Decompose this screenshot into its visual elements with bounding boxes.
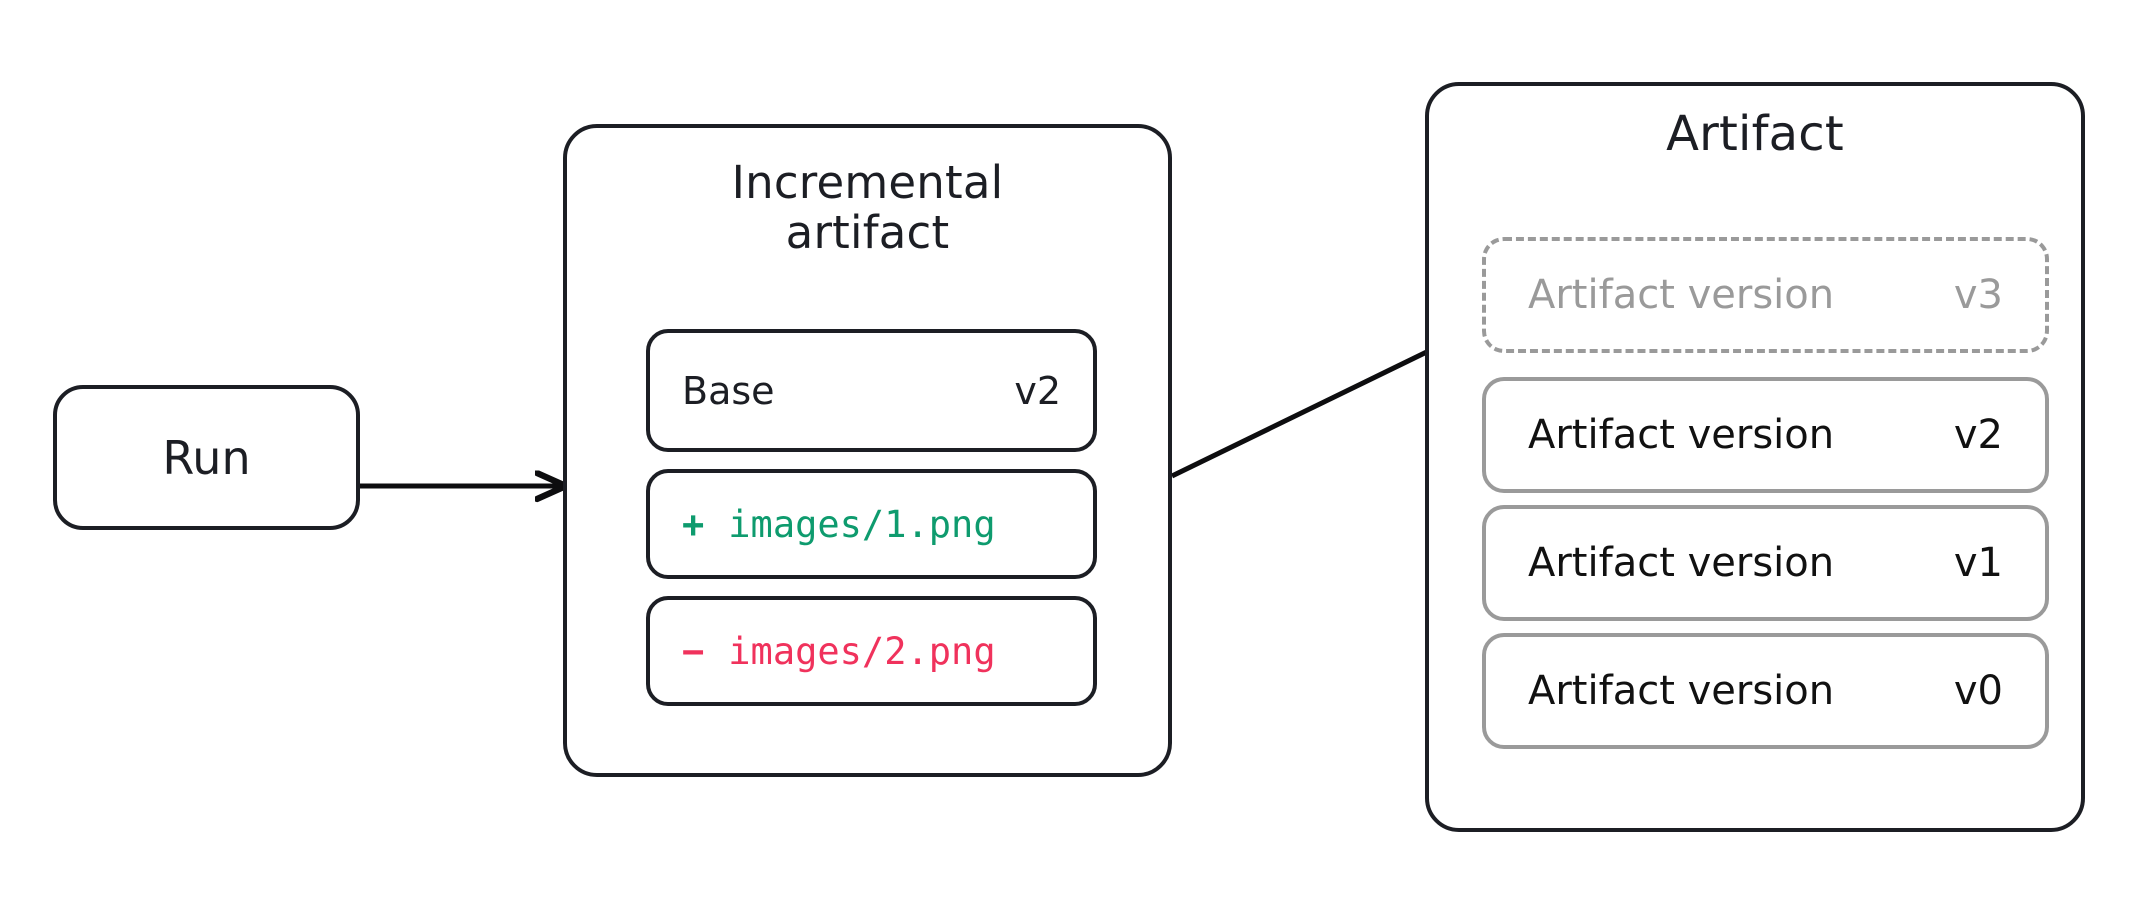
incremental-artifact-node[interactable]: Incremental artifact Base v2 + images/1.… (563, 124, 1172, 777)
artifact-version-row-v2[interactable]: Artifact version v2 (1482, 377, 2049, 493)
artifact-version-list: Artifact version v3 Artifact version v2 … (1482, 237, 2049, 761)
artifact-version-row-v2-version: v2 (1953, 412, 2003, 458)
diff-row-added-path: images/1.png (728, 502, 996, 546)
artifact-version-row-v1-name: Artifact version (1528, 540, 1835, 586)
artifact-version-row-v3-name: Artifact version (1528, 272, 1835, 318)
diff-row-removed-path: images/2.png (728, 629, 996, 673)
diff-row-base-version: v2 (1014, 368, 1061, 413)
artifact-version-row-v0[interactable]: Artifact version v0 (1482, 633, 2049, 749)
diff-row-added-sign: + (682, 503, 704, 546)
diff-row-removed-sign: − (682, 630, 704, 673)
artifact-version-row-v3-version: v3 (1953, 272, 2003, 318)
artifact-version-row-v0-name: Artifact version (1528, 668, 1835, 714)
plus-icon: + (682, 502, 705, 546)
minus-icon: − (682, 629, 705, 673)
artifact-title: Artifact (1666, 106, 1844, 162)
incremental-diff-list: Base v2 + images/1.png − images/2.png (646, 329, 1097, 723)
diff-row-base-name: Base (682, 368, 775, 413)
artifact-version-row-v1-version: v1 (1953, 540, 2003, 586)
incremental-artifact-title-line1: Incremental (731, 156, 1004, 209)
artifact-node[interactable]: Artifact Artifact version v3 Artifact ve… (1425, 82, 2085, 832)
diff-row-added[interactable]: + images/1.png (646, 469, 1097, 579)
diff-row-base[interactable]: Base v2 (646, 329, 1097, 452)
run-node[interactable]: Run (53, 385, 360, 530)
incremental-artifact-title: Incremental artifact (567, 156, 1168, 260)
artifact-version-row-v1[interactable]: Artifact version v1 (1482, 505, 2049, 621)
run-label: Run (162, 430, 251, 485)
artifact-version-row-v0-version: v0 (1953, 668, 2003, 714)
artifact-version-row-v2-name: Artifact version (1528, 412, 1835, 458)
incremental-artifact-title-line2: artifact (785, 206, 950, 260)
artifact-version-row-v3[interactable]: Artifact version v3 (1482, 237, 2049, 353)
diff-row-removed[interactable]: − images/2.png (646, 596, 1097, 706)
